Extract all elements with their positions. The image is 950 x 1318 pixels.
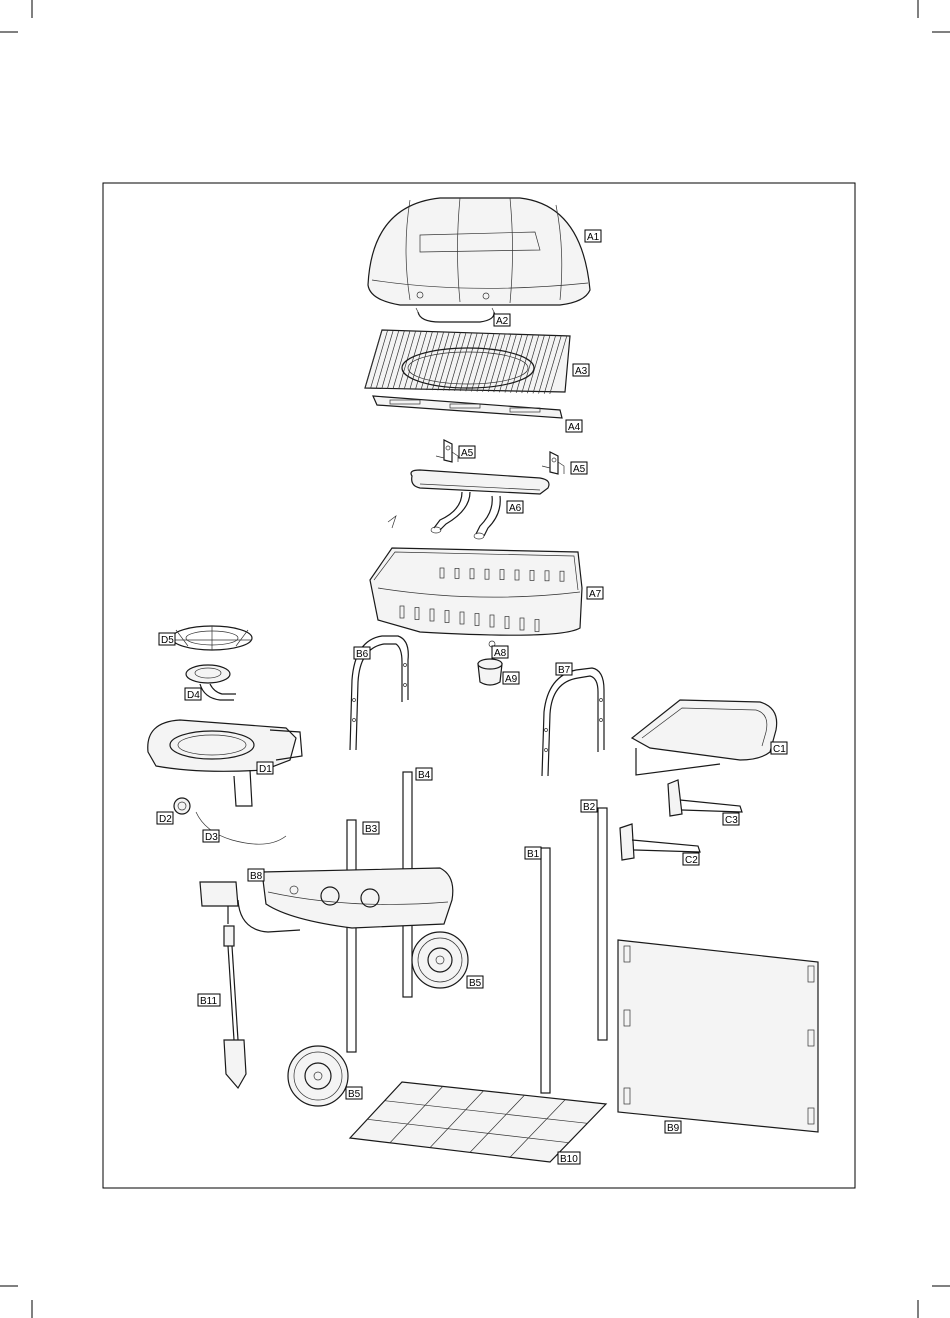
part-label-text: D2 <box>159 814 172 825</box>
part-label-b5: B5 <box>346 1087 362 1100</box>
part-label-d3: D3 <box>203 830 219 843</box>
bracket-part-left <box>436 440 458 462</box>
part-label-a1: A1 <box>585 230 601 243</box>
burner-part <box>388 470 549 539</box>
firebox-part <box>370 548 582 635</box>
part-label-text: A4 <box>568 422 581 433</box>
part-label-b3: B3 <box>363 822 379 835</box>
bracket-part-right <box>542 452 564 474</box>
part-label-text: A1 <box>587 232 600 243</box>
leg-tube-b2 <box>598 808 607 1040</box>
part-label-a8: A8 <box>492 646 508 659</box>
part-label-text: A7 <box>589 589 602 600</box>
part-label-text: D3 <box>205 832 218 843</box>
part-label-a5: A5 <box>571 462 587 475</box>
part-label-text: B10 <box>560 1154 578 1165</box>
part-label-a5: A5 <box>459 446 475 459</box>
leg-frame-right <box>542 668 604 776</box>
part-label-d4: D4 <box>185 688 201 701</box>
part-label-text: B3 <box>365 824 378 835</box>
part-label-a6: A6 <box>507 501 523 514</box>
back-panel-part <box>618 940 818 1132</box>
leg-tube-b3 <box>347 820 356 1052</box>
handle-part <box>416 308 496 322</box>
part-label-text: D1 <box>259 764 272 775</box>
part-label-a9: A9 <box>503 672 519 685</box>
part-label-text: B1 <box>527 849 540 860</box>
part-label-text: C1 <box>773 744 786 755</box>
control-knob-part <box>174 798 190 814</box>
part-label-a3: A3 <box>573 364 589 377</box>
part-label-b8: B8 <box>248 869 264 882</box>
part-label-d5: D5 <box>159 633 175 646</box>
heat-tent-part <box>373 396 562 418</box>
part-label-text: A8 <box>494 648 507 659</box>
part-label-text: B11 <box>200 996 217 1007</box>
part-label-b1: B1 <box>525 847 541 860</box>
part-label-text: B7 <box>558 665 571 676</box>
part-label-b6: B6 <box>354 647 370 660</box>
part-label-text: A9 <box>505 674 518 685</box>
part-label-text: C3 <box>725 815 738 826</box>
side-burner-grate-part <box>172 626 252 650</box>
table-bracket-upper <box>668 780 742 816</box>
part-label-b2: B2 <box>581 800 597 813</box>
part-label-text: A5 <box>461 448 474 459</box>
leg-tube-b1 <box>541 848 550 1093</box>
part-label-b7: B7 <box>556 663 572 676</box>
part-label-text: D4 <box>187 690 200 701</box>
part-label-text: B5 <box>348 1089 361 1100</box>
part-label-a4: A4 <box>566 420 582 433</box>
part-label-text: C2 <box>685 855 698 866</box>
part-label-text: A6 <box>509 503 522 514</box>
part-label-text: A3 <box>575 366 588 377</box>
side-table-part <box>632 700 777 775</box>
part-label-text: B5 <box>469 978 482 989</box>
part-label-text: B4 <box>418 770 431 781</box>
part-label-text: B6 <box>356 649 369 660</box>
wheel-part-upper <box>412 932 468 988</box>
part-label-b10: B10 <box>558 1152 580 1165</box>
part-label-text: D5 <box>161 635 174 646</box>
lid-part <box>368 198 590 305</box>
cooking-grate-part <box>365 330 570 394</box>
part-label-c1: C1 <box>771 742 787 755</box>
part-label-a2: A2 <box>494 314 510 327</box>
part-label-d1: D1 <box>257 762 273 775</box>
side-burner-housing-part <box>148 720 302 806</box>
bottom-shelf-part <box>350 1082 606 1162</box>
part-label-text: A2 <box>496 316 509 327</box>
part-label-d2: D2 <box>157 812 173 825</box>
part-label-b11: B11 <box>198 994 220 1007</box>
part-label-b4: B4 <box>416 768 432 781</box>
wheel-part-lower <box>288 1046 348 1106</box>
part-label-text: B9 <box>667 1123 680 1134</box>
part-label-text: A5 <box>573 464 586 475</box>
control-panel-part <box>262 868 453 928</box>
part-label-c2: C2 <box>683 853 699 866</box>
part-label-c3: C3 <box>723 813 739 826</box>
part-label-b5: B5 <box>467 976 483 989</box>
part-label-b9: B9 <box>665 1121 681 1134</box>
part-label-a7: A7 <box>587 587 603 600</box>
part-label-text: B8 <box>250 871 263 882</box>
part-label-text: B2 <box>583 802 596 813</box>
